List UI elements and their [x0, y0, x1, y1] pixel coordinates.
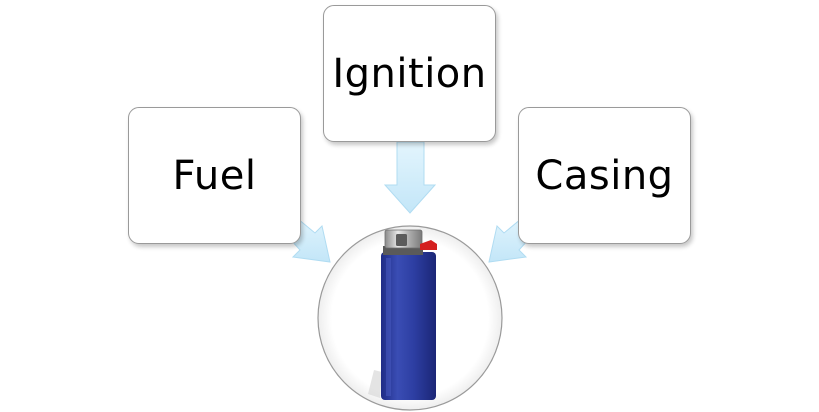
node-fuel: Fuel: [128, 107, 301, 244]
center-lighter-node: [317, 225, 503, 411]
node-casing: Casing: [518, 107, 691, 244]
arrow-ignition-to-center: [383, 141, 437, 214]
node-ignition-label: Ignition: [332, 50, 487, 97]
node-casing-label: Casing: [535, 152, 674, 199]
lighter-icon: [368, 229, 437, 400]
node-fuel-label: Fuel: [172, 152, 257, 199]
node-ignition: Ignition: [323, 5, 496, 142]
